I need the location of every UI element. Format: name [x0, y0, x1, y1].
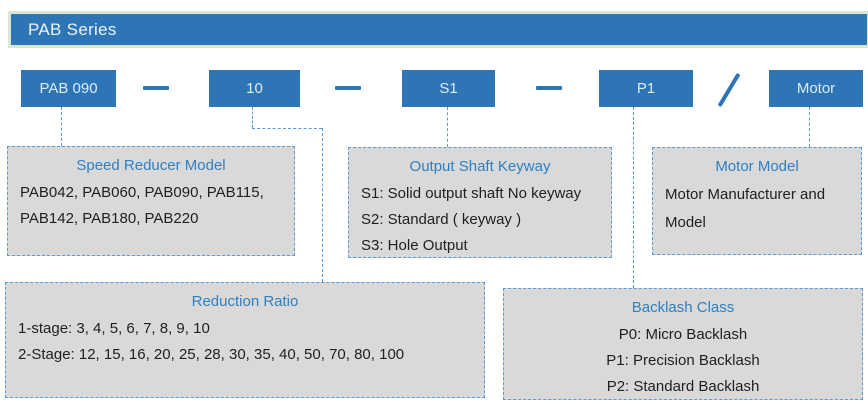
callout-motor-model: Motor Model Motor Manufacturer and Model — [652, 147, 862, 255]
code-segment-motor-model: Motor — [769, 70, 863, 107]
callout-line: 2-Stage: 12, 15, 16, 20, 25, 28, 30, 35,… — [18, 346, 405, 363]
connector-backlash-class — [633, 107, 634, 288]
connector-reduction-ratio-segment-2 — [252, 128, 322, 129]
callout-line: S1: Solid output shaft No keyway — [361, 185, 582, 202]
callout-line: PAB042, PAB060, PAB090, PAB115, — [20, 184, 264, 201]
dash-separator-icon — [536, 86, 562, 90]
connector-reduction-ratio-segment-3 — [322, 128, 323, 282]
callout-title: Motor Model — [715, 158, 799, 175]
code-segment-backlash-class: P1 — [599, 70, 693, 107]
dash-separator-icon — [335, 86, 361, 90]
callout-line: P0: Micro Backlash — [618, 326, 748, 343]
callout-title: Reduction Ratio — [191, 293, 299, 310]
callout-line: P1: Precision Backlash — [606, 352, 760, 369]
callout-line: Motor Manufacturer and Model — [665, 186, 826, 231]
callout-speed-reducer-model: Speed Reducer Model PAB042, PAB060, PAB0… — [7, 146, 295, 256]
callout-backlash-class: Backlash Class P0: Micro Backlash P1: Pr… — [503, 288, 863, 400]
connector-speed-reducer-model — [61, 107, 62, 146]
callout-title: Backlash Class — [631, 299, 735, 316]
connector-output-shaft-keyway — [447, 107, 448, 147]
connector-reduction-ratio-segment-1 — [252, 107, 253, 128]
dash-separator-icon — [143, 86, 169, 90]
callout-title: Speed Reducer Model — [76, 157, 226, 174]
series-header: PAB Series — [8, 11, 868, 48]
callout-line: S3: Hole Output — [361, 237, 468, 254]
callout-reduction-ratio: Reduction Ratio 1-stage: 3, 4, 5, 6, 7, … — [5, 282, 485, 398]
code-segment-reduction-ratio: 10 — [209, 70, 300, 107]
callout-line: PAB142, PAB180, PAB220 — [20, 210, 199, 227]
slash-separator-icon — [717, 72, 741, 108]
series-title: PAB Series — [28, 19, 117, 39]
callout-line: S2: Standard ( keyway ) — [361, 211, 522, 228]
callout-title: Output Shaft Keyway — [409, 158, 551, 175]
callout-output-shaft-keyway: Output Shaft Keyway S1: Solid output sha… — [348, 147, 612, 258]
connector-motor-model — [809, 107, 810, 147]
callout-line: 1-stage: 3, 4, 5, 6, 7, 8, 9, 10 — [18, 320, 210, 337]
code-segment-speed-reducer-model: PAB 090 — [21, 70, 116, 107]
callout-line: P2: Standard Backlash — [606, 378, 760, 395]
code-segment-output-shaft-keyway: S1 — [402, 70, 495, 107]
